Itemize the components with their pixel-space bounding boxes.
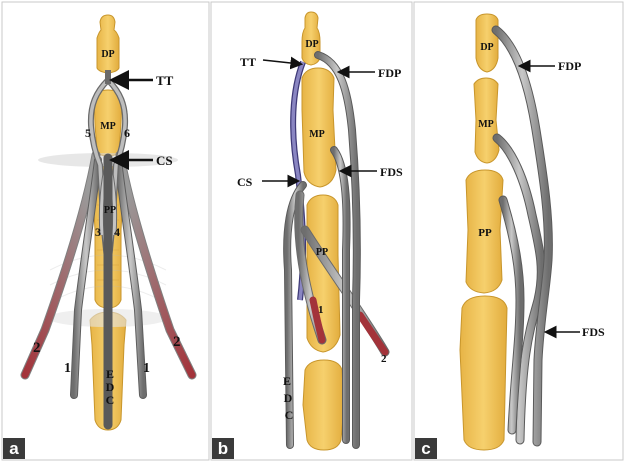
panel-b-letter: b	[218, 439, 228, 458]
label-dp: DP	[101, 49, 114, 60]
label-3: 3	[95, 225, 101, 239]
label-mp: MP	[309, 129, 325, 140]
bone-metacarpal	[460, 296, 507, 450]
label-cs: CS	[237, 175, 253, 189]
label-edc-e: E	[283, 374, 291, 388]
label-edc-d: D	[284, 391, 293, 405]
label-fds: FDS	[380, 165, 403, 179]
label-pp: PP	[316, 247, 328, 258]
label-mp: MP	[100, 121, 116, 132]
label-edc-c: C	[106, 393, 115, 407]
panel-b: DP MP PP TT FDP CS FDS 1 2 E D C b	[211, 2, 412, 460]
label-5: 5	[85, 126, 91, 140]
label-mp: MP	[478, 119, 494, 130]
label-4: 4	[114, 225, 120, 239]
label-tt: TT	[156, 73, 174, 88]
panel-a: DP MP PP TT CS 5 6 3 4 1 1 2 2 E D C a	[2, 2, 209, 460]
panel-c: DP MP PP FDP FDS c	[414, 2, 623, 460]
panel-c-letter: c	[421, 439, 430, 458]
bone-mp	[302, 68, 336, 187]
label-pp: PP	[478, 227, 492, 239]
label-dp: DP	[305, 39, 318, 50]
label-fdp: FDP	[558, 59, 581, 73]
label-2-right: 2	[173, 334, 181, 350]
label-pp: PP	[104, 205, 116, 216]
panel-a-letter: a	[9, 439, 19, 458]
label-edc-e: E	[106, 367, 114, 381]
bone-metacarpal	[303, 360, 344, 450]
label-fdp: FDP	[378, 66, 401, 80]
label-edc-c: C	[285, 408, 294, 422]
label-tt: TT	[240, 55, 256, 69]
label-2: 2	[381, 353, 387, 365]
label-1: 1	[318, 304, 324, 316]
label-edc-d: D	[106, 380, 115, 394]
label-6: 6	[124, 126, 130, 140]
label-cs: CS	[156, 153, 173, 168]
label-dp: DP	[480, 42, 493, 53]
label-1-left: 1	[64, 361, 71, 376]
label-1-right: 1	[143, 361, 150, 376]
label-2-left: 2	[33, 340, 41, 356]
label-fds: FDS	[582, 325, 605, 339]
